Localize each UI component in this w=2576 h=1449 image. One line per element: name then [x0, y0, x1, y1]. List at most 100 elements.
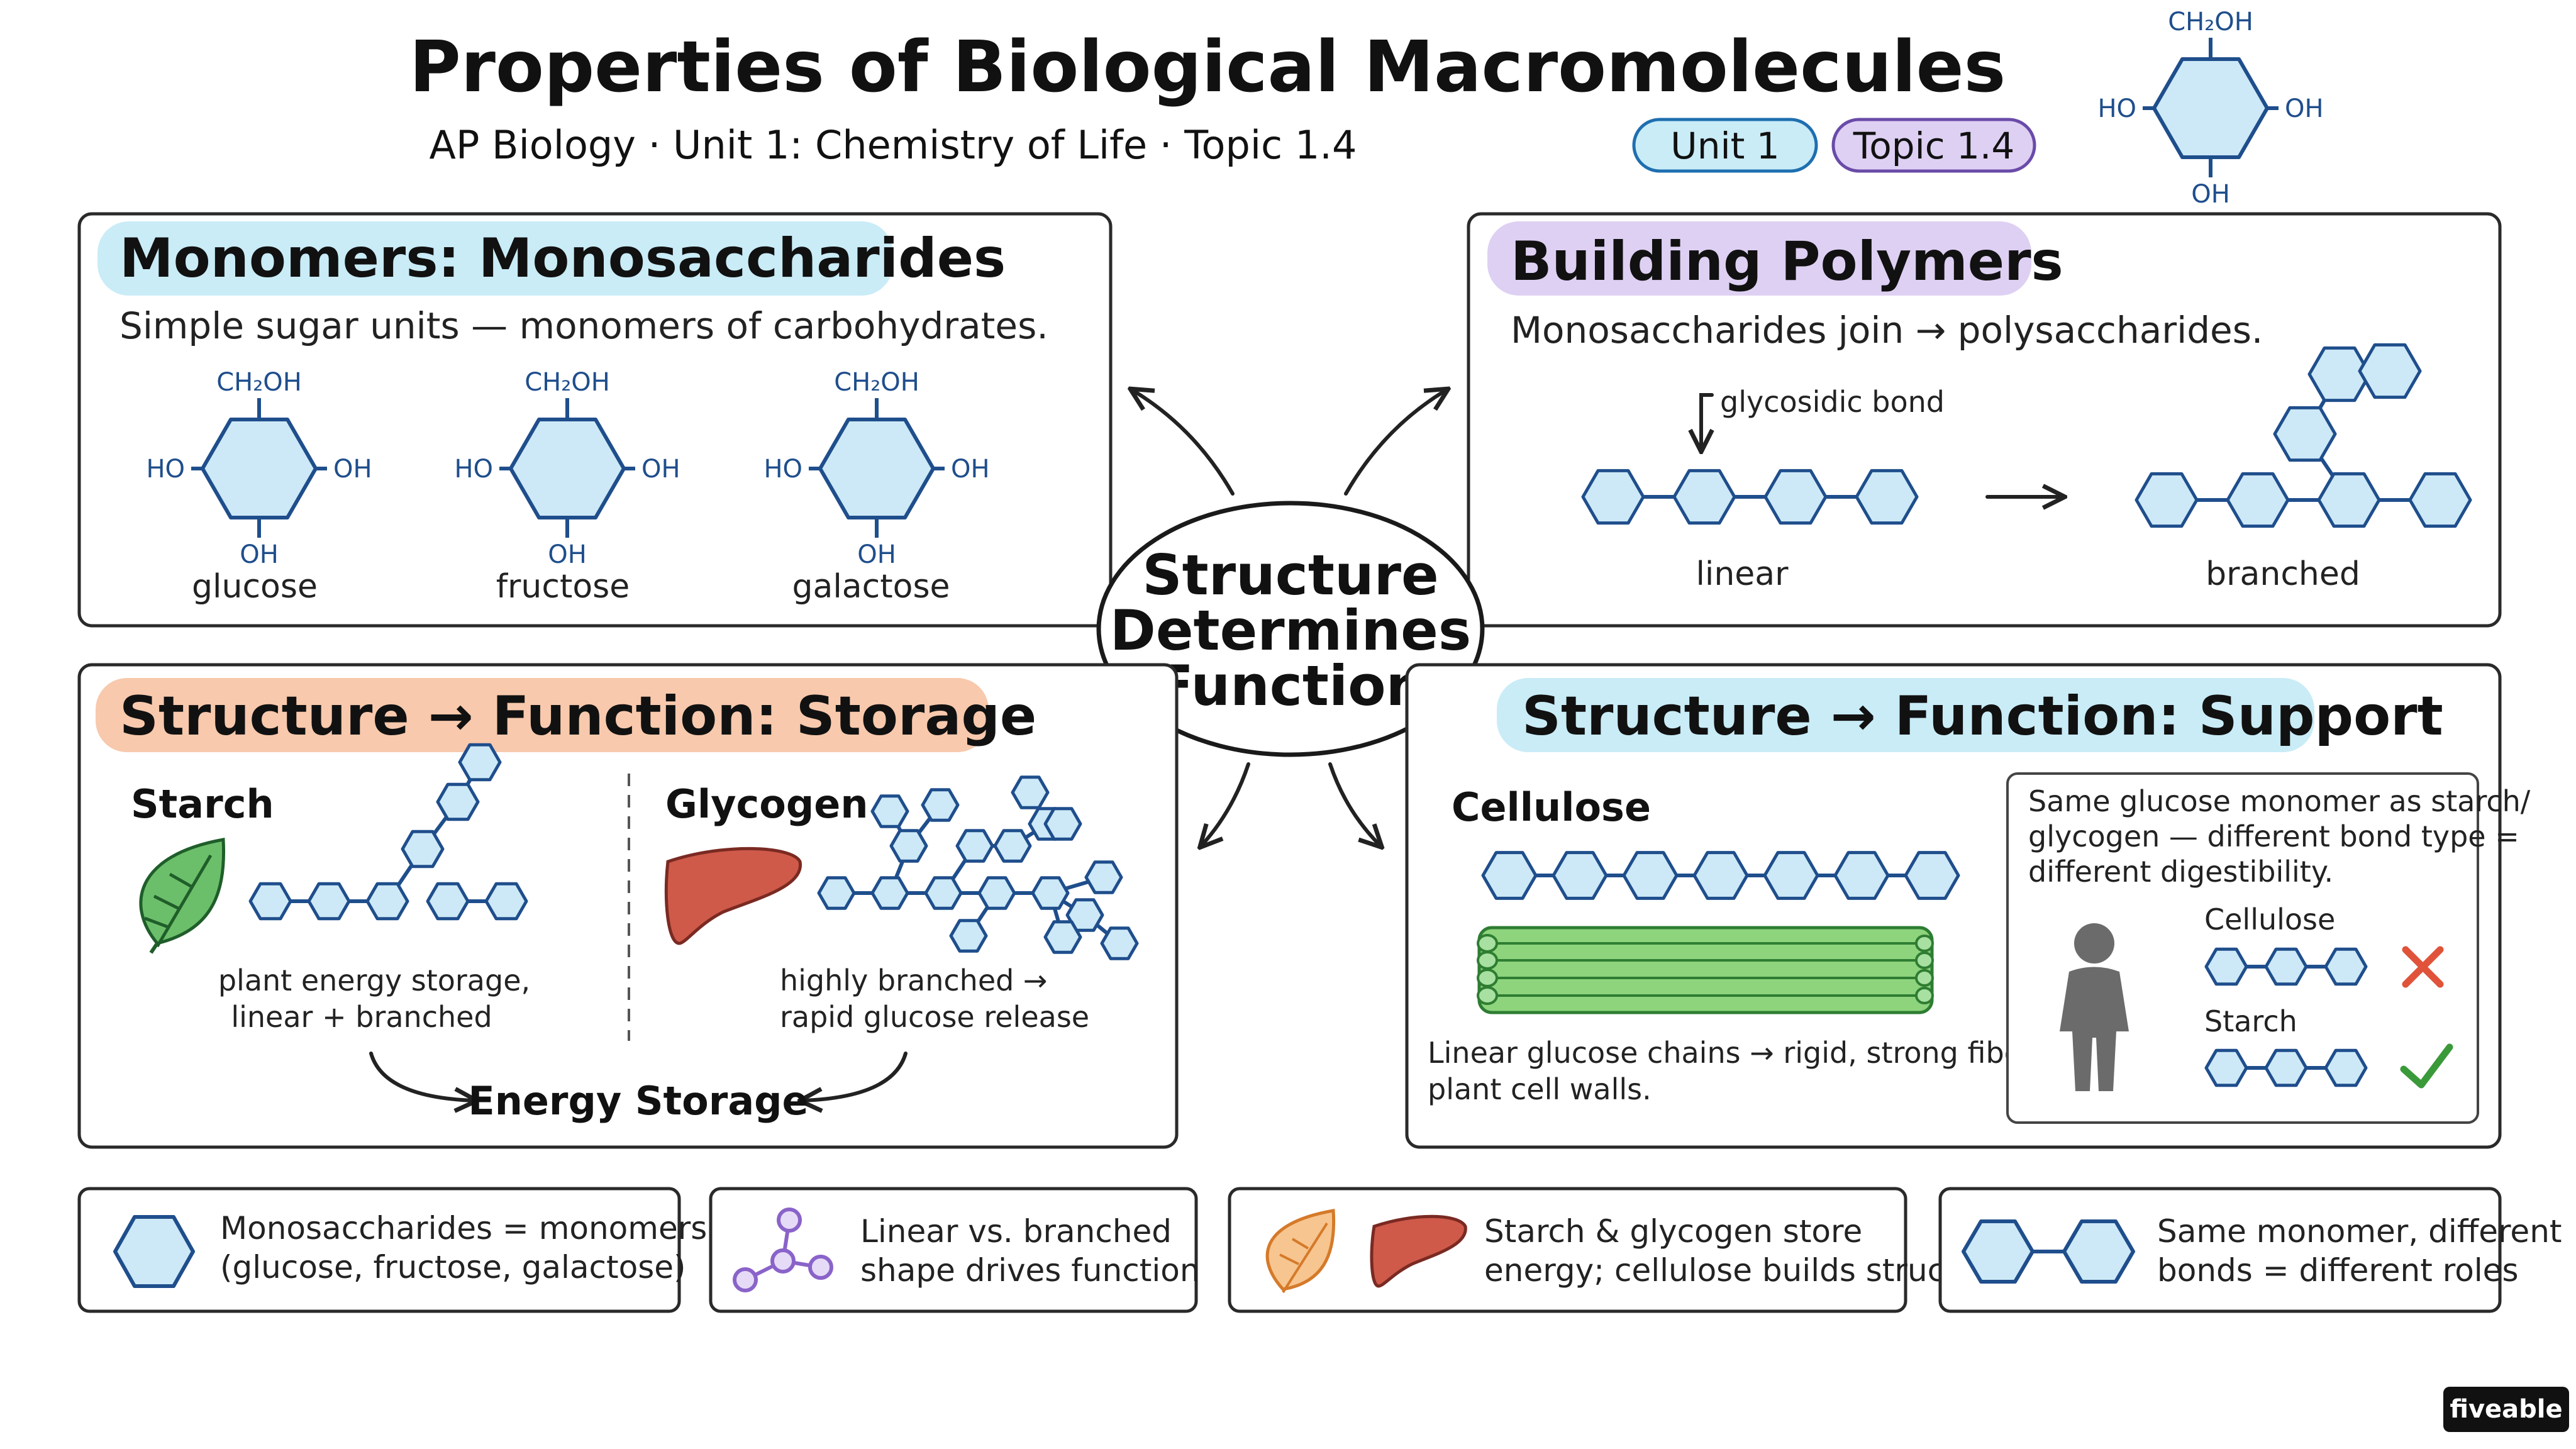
- glycogen-title: Glycogen: [665, 781, 868, 827]
- starch-title: Starch: [131, 781, 274, 827]
- glucose-unit: [1100, 926, 1139, 960]
- badge-unit-label: Unit 1: [1670, 125, 1779, 167]
- glucose-unit: [1763, 469, 1828, 525]
- linear-chain: [1581, 469, 1919, 525]
- center-line-3: Function: [1156, 653, 1426, 718]
- glucose-unit: [1481, 851, 1538, 900]
- glucose-unit: [1672, 469, 1736, 525]
- arrow-to-storage: [1201, 762, 1250, 846]
- starch-desc-2: linear + branched: [231, 1000, 492, 1034]
- glucose-unit: [1084, 860, 1123, 894]
- glucose-unit: [2135, 472, 2199, 528]
- footer-4-line-2: bonds = different roles: [2157, 1252, 2519, 1289]
- note-starch-label: Starch: [2204, 1004, 2297, 1038]
- corner-group-bottom: OH: [2191, 180, 2230, 209]
- glucose-unit: [1622, 851, 1679, 900]
- glucose-unit: [1833, 851, 1890, 900]
- note-starch-chain: [2204, 1048, 2368, 1087]
- glucose-label: glucose: [192, 568, 318, 606]
- glucose-unit: [1043, 807, 1082, 841]
- fructose-group-bottom: OH: [548, 540, 587, 569]
- support-panel: Structure → Function: Support Cellulose: [1405, 663, 2531, 1149]
- glucose-unit: [365, 882, 409, 921]
- support-title: Structure → Function: Support: [1522, 685, 2443, 748]
- glucose-unit: [977, 876, 1016, 910]
- glucose-unit: [924, 876, 963, 910]
- glucose-unit: [2324, 947, 2368, 986]
- footer-card-shape: Linear vs. branched shape drives functio…: [709, 1187, 1200, 1313]
- footer-3-line-1: Starch & glycogen store: [1484, 1213, 1862, 1250]
- glucose-unit: [1904, 851, 1960, 900]
- center-line-2: Determines: [1110, 598, 1471, 663]
- note-cellulose-chain: [2204, 947, 2368, 986]
- digestibility-note-box: Same glucose monomer as starch/ glycogen…: [2006, 772, 2531, 1124]
- starch-desc-1: plant energy storage,: [218, 963, 530, 997]
- glucose-unit: [1763, 851, 1819, 900]
- note-line-3: different digestibility.: [2028, 855, 2333, 889]
- polymers-title-highlight: [1487, 221, 2031, 296]
- corner-glucose-molecule: CH₂OH HO OH OH: [2097, 8, 2323, 209]
- glucose-unit: [2317, 472, 2381, 528]
- glucose-unit: [248, 882, 292, 921]
- glucose-unit: [2264, 1048, 2308, 1087]
- hexagon-icon: [113, 1215, 195, 1288]
- fructose-group-top: CH₂OH: [525, 368, 610, 397]
- glucose-unit: [1031, 876, 1070, 910]
- glucose-unit: [993, 829, 1032, 863]
- badge-topic-label: Topic 1.4: [1853, 125, 2015, 167]
- polymers-description: Monosaccharides join → polysaccharides.: [1511, 309, 2263, 352]
- cellulose-desc-2: plant cell walls.: [1428, 1072, 1652, 1106]
- arrow-to-support: [1328, 762, 1380, 846]
- footer-card-monomers: Monosaccharides = monomers (glucose, fru…: [77, 1187, 707, 1313]
- note-line-2: glycogen — different bond type =: [2028, 819, 2519, 853]
- glucose-unit: [458, 743, 502, 782]
- glycogen-desc-2: rapid glucose release: [780, 1000, 1089, 1034]
- glucose-unit: [2226, 472, 2290, 528]
- glucose-unit: [307, 882, 351, 921]
- corner-group-right: OH: [2285, 94, 2324, 123]
- arrow-to-polymers: [1344, 390, 1446, 496]
- glucose-unit: [1692, 851, 1749, 900]
- cross-icon: [2402, 946, 2444, 988]
- fructose-group-left: HO: [454, 455, 493, 484]
- glycosidic-bond-pointer: [1701, 393, 1712, 450]
- fructose-label: fructose: [496, 568, 630, 606]
- cellulose-fibers: [1477, 926, 1934, 1014]
- footer-2-line-1: Linear vs. branched: [860, 1213, 1172, 1250]
- person-icon: [2060, 923, 2129, 1091]
- center-concept: Structure Determines Function: [1096, 501, 1485, 757]
- leaf-outline-icon: [1265, 1209, 1336, 1294]
- glucose-unit: [870, 794, 909, 828]
- glucose-molecule: CH₂OH HO OH OH: [146, 368, 372, 569]
- glucose-unit: [889, 829, 928, 863]
- liver-icon: [664, 847, 802, 945]
- glucose-unit: [436, 782, 480, 821]
- glucose-unit: [401, 830, 445, 869]
- storage-title-highlight: [96, 678, 989, 752]
- glucose-unit: [1855, 469, 1919, 525]
- glucose-unit: [2264, 947, 2308, 986]
- note-line-1: Same glucose monomer as starch/: [2028, 784, 2531, 818]
- glucose-unit: [2324, 1048, 2368, 1087]
- brand-name: fiveable: [2450, 1395, 2562, 1424]
- glucose-unit: [1011, 775, 1050, 809]
- linear-label: linear: [1696, 555, 1789, 593]
- glucose-unit: [817, 876, 856, 910]
- glucose-unit: [1552, 851, 1608, 900]
- monomers-title: Monomers: Monosaccharides: [119, 227, 1006, 290]
- check-icon: [2400, 1043, 2453, 1089]
- glucose-unit: [1043, 920, 1082, 954]
- glucose-unit: [2204, 1048, 2248, 1087]
- glucose-unit: [955, 829, 994, 863]
- page-subtitle: AP Biology · Unit 1: Chemistry of Life ·…: [430, 122, 1357, 168]
- branched-label: branched: [2206, 555, 2360, 593]
- corner-group-left: HO: [2097, 94, 2136, 123]
- cellulose-title: Cellulose: [1452, 784, 1651, 830]
- center-line-1: Structure: [1142, 543, 1438, 608]
- glucose-unit: [2358, 343, 2422, 399]
- leaf-icon: [139, 838, 226, 954]
- glucose-unit: [2408, 472, 2472, 528]
- support-title-highlight: [1497, 678, 2314, 752]
- glycosidic-bond-label: glycosidic bond: [1720, 385, 1945, 419]
- glucose-unit: [2307, 346, 2372, 402]
